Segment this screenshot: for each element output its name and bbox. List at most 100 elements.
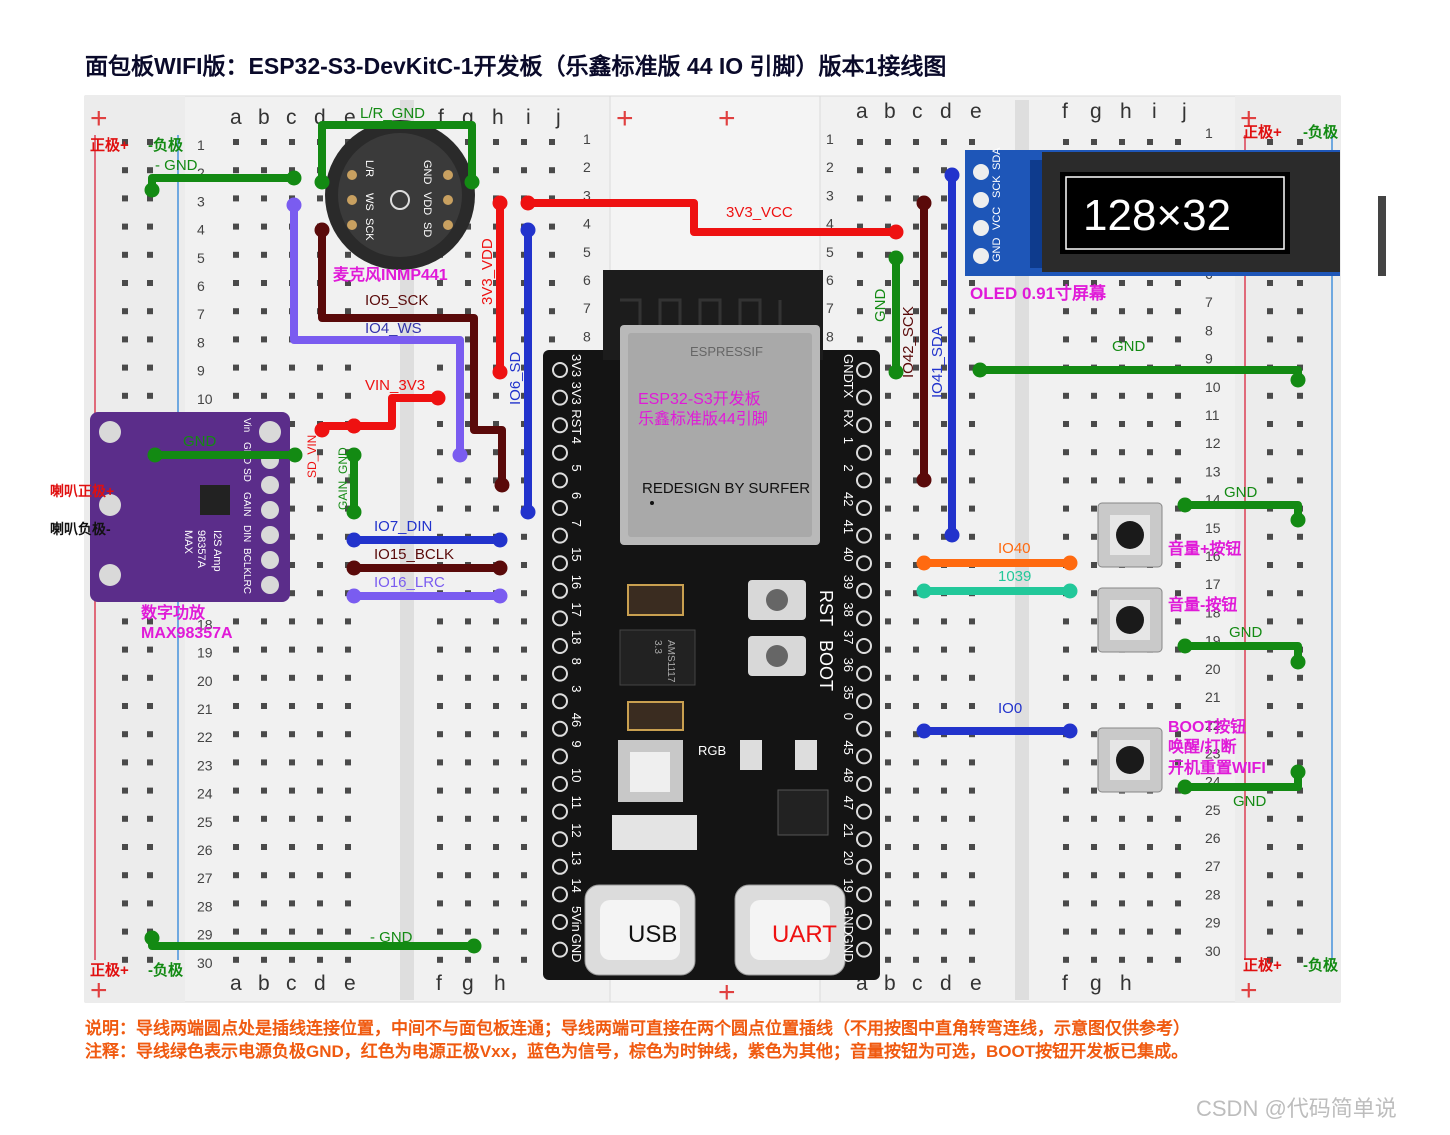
breadboard-hole <box>261 139 267 145</box>
breadboard-hole <box>1091 928 1097 935</box>
breadboard-hole <box>1091 477 1097 484</box>
breadboard-hole <box>233 956 239 963</box>
breadboard-hole <box>941 844 947 850</box>
regulator-text: 3.3 <box>652 640 663 654</box>
board-pin <box>856 776 872 792</box>
wire-endpoint-dot <box>494 477 510 493</box>
breadboard-hole <box>913 872 919 879</box>
breadboard-hole <box>1175 844 1181 850</box>
wire-endpoint-dot <box>944 527 960 543</box>
breadboard-hole <box>1267 815 1273 822</box>
breadboard-hole <box>969 900 975 907</box>
board-pin <box>856 417 872 434</box>
mic-pin-label: L/R <box>363 160 375 177</box>
breadboard-hole <box>913 364 919 371</box>
breadboard-hole <box>969 505 975 512</box>
col-c-top: c <box>286 106 297 129</box>
breadboard-hole <box>122 618 128 625</box>
board-pin-label: 20 <box>841 851 856 865</box>
wire-label-sd-vin: SD_VIN <box>305 435 319 478</box>
rst-label: RST <box>816 590 836 626</box>
breadboard-hole <box>1119 280 1125 286</box>
col-b-bottom: b <box>258 972 270 995</box>
breadboard-hole <box>1175 421 1181 427</box>
breadboard-hole <box>317 364 323 371</box>
breadboard-hole <box>1175 280 1181 286</box>
breadboard-hole <box>261 928 267 935</box>
row-number: 10 <box>1205 379 1221 395</box>
breadboard-hole <box>1147 703 1153 709</box>
breadboard-hole <box>261 815 267 822</box>
breadboard-hole <box>493 787 499 794</box>
breadboard-hole <box>1175 336 1181 343</box>
board-pin-label: 0 <box>841 713 856 720</box>
breadboard-hole <box>122 872 128 879</box>
breadboard-hole <box>1175 618 1181 625</box>
breadboard-hole <box>1175 928 1181 935</box>
breadboard-hole <box>261 618 267 625</box>
breadboard-hole <box>885 618 891 625</box>
breadboard-hole <box>885 477 891 484</box>
breadboard-hole <box>969 646 975 653</box>
breadboard-hole <box>493 703 499 709</box>
board-pin <box>856 914 872 930</box>
wire-label-btn-gnd: GND <box>1233 793 1267 810</box>
breadboard-hole <box>289 562 295 568</box>
breadboard-hole <box>345 844 351 850</box>
row-number: 18 <box>1205 604 1221 620</box>
row-number: 4 <box>197 222 205 238</box>
wire-endpoint-dot <box>1062 583 1078 599</box>
breadboard-hole <box>913 449 919 456</box>
breadboard-hole <box>493 872 499 879</box>
breadboard-hole <box>1091 618 1097 625</box>
wire-endpoint-dot <box>346 560 362 576</box>
breadboard-hole <box>1175 449 1181 456</box>
wire-label-bottom-gnd: - GND <box>370 929 413 946</box>
rail-plus-label: 正极+ <box>1243 123 1282 141</box>
breadboard-hole <box>1063 787 1069 794</box>
board-pin <box>552 803 568 820</box>
breadboard-hole <box>857 336 863 343</box>
board-pin <box>856 638 872 654</box>
breadboard-hole <box>1091 703 1097 709</box>
breadboard-hole <box>233 223 239 230</box>
breadboard-hole <box>1091 731 1097 738</box>
row-number: 19 <box>197 645 213 661</box>
board-pin-label: 42 <box>841 492 856 506</box>
col-e-top: e <box>344 106 356 129</box>
breadboard-hole <box>289 590 295 597</box>
breadboard-hole <box>549 336 555 343</box>
col-c-right-top: c <box>912 100 923 123</box>
breadboard-hole <box>521 167 527 174</box>
breadboard-hole <box>437 674 443 681</box>
board-pin <box>552 638 568 654</box>
breadboard-hole <box>913 336 919 343</box>
breadboard-hole <box>1119 421 1125 427</box>
amp-pin-label: GAIN <box>241 492 252 516</box>
wire-endpoint-dot <box>286 197 302 213</box>
breadboard-hole <box>1119 844 1125 850</box>
breadboard-hole <box>941 872 947 879</box>
row-number: 8 <box>197 334 205 350</box>
breadboard-hole <box>233 844 239 850</box>
breadboard-hole <box>261 674 267 681</box>
row-number: 7 <box>197 306 205 322</box>
row-number: 2 <box>583 159 591 175</box>
wire-endpoint-dot <box>144 930 160 946</box>
breadboard-hole <box>317 759 323 766</box>
row-number: 5 <box>197 250 205 266</box>
mic-label: 麦克风INMP441 <box>333 265 448 284</box>
breadboard-hole <box>437 815 443 822</box>
breadboard-hole <box>913 590 919 597</box>
oled-label: OLED 0.91寸屏幕 <box>970 283 1107 303</box>
breadboard-hole <box>345 928 351 935</box>
breadboard-hole <box>1063 900 1069 907</box>
board-pin-label: RST <box>569 409 584 435</box>
rail-labels: 正极+ -负极 正极+ -负极 正极+ -负极 正极+ -负极 <box>90 123 1339 979</box>
breadboard-hole <box>317 392 323 399</box>
wire-label-io7: IO7_DIN <box>374 518 432 535</box>
rail-minus-label: -负极 <box>148 136 184 154</box>
breadboard-hole <box>885 956 891 963</box>
wire-endpoint-dot <box>314 222 330 238</box>
breadboard-hole <box>233 167 239 174</box>
